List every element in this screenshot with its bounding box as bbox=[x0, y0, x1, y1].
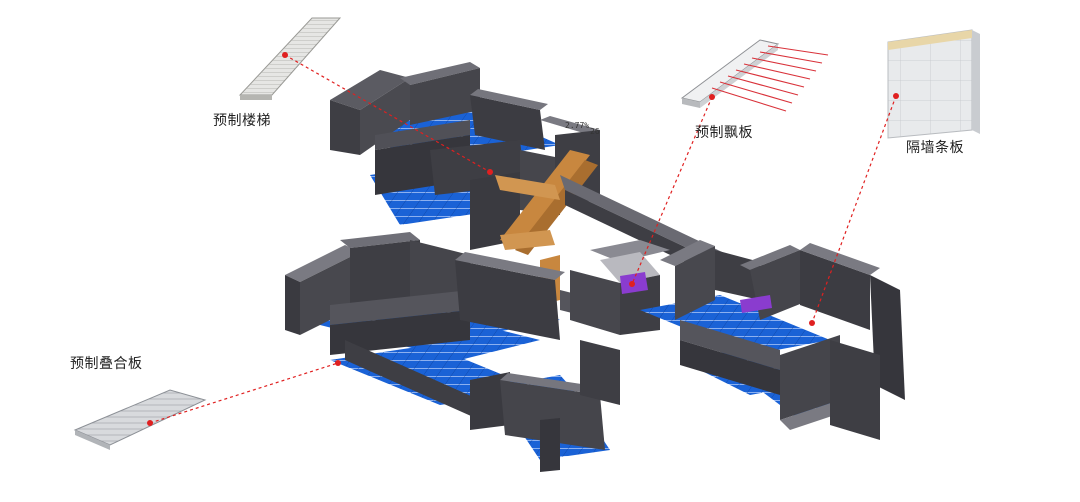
lower-left-walls bbox=[285, 232, 640, 472]
leader-wall bbox=[811, 95, 897, 324]
label-composite-slab: 预制叠合板 bbox=[70, 356, 143, 372]
right-wing-walls bbox=[660, 240, 905, 440]
leader-lines bbox=[149, 54, 897, 424]
canopy-thumbnail-icon bbox=[680, 39, 829, 112]
slab-thumbnail-icon bbox=[73, 389, 207, 450]
wall-panel-thumbnail-icon bbox=[887, 29, 980, 139]
level-annotation-2: 26 bbox=[590, 127, 600, 136]
label-prefab-stair: 预制楼梯 bbox=[213, 113, 271, 129]
label-prefab-canopy: 预制飘板 bbox=[695, 125, 753, 141]
leader-dots bbox=[147, 52, 899, 426]
center-block bbox=[570, 240, 670, 335]
stair-thumbnail-icon bbox=[238, 17, 342, 100]
leader-slab bbox=[149, 362, 339, 424]
level-annotation-1: 2.77% bbox=[565, 121, 589, 130]
leader-canopy bbox=[631, 96, 713, 285]
label-partition-panel: 隔墙条板 bbox=[906, 140, 964, 156]
level-annotations: 2.77% 26 bbox=[565, 121, 600, 136]
upper-wing-walls bbox=[330, 62, 600, 250]
